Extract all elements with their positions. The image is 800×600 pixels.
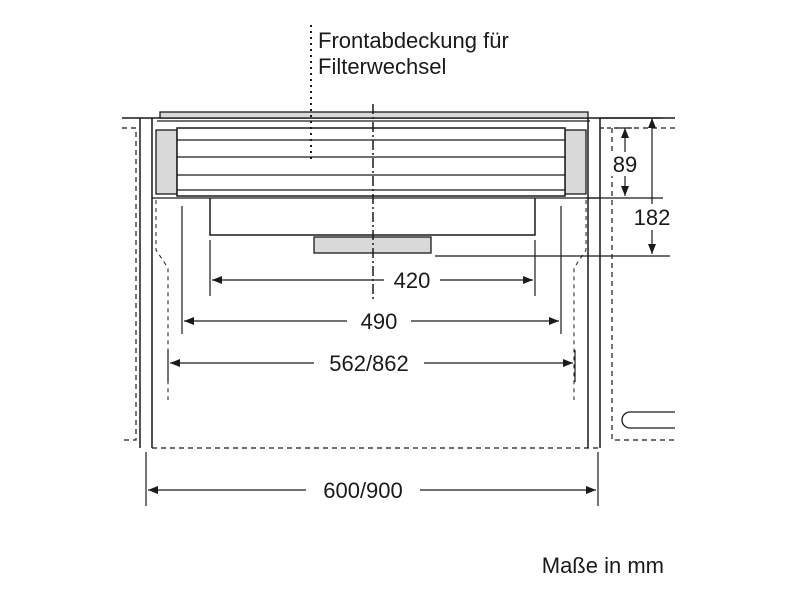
dim-600-label-bg bbox=[306, 476, 420, 504]
dim-420-label-bg bbox=[384, 266, 440, 294]
dim-89-label: 89 bbox=[613, 152, 637, 177]
dimension-562-862: 562/862 bbox=[167, 348, 576, 382]
callout-text-line1: Frontabdeckung für bbox=[318, 28, 509, 53]
units-note: Maße in mm bbox=[542, 553, 664, 578]
appliance-body bbox=[152, 111, 600, 400]
dim-89-label-bg bbox=[610, 152, 640, 176]
dim-182-label: 182 bbox=[634, 205, 671, 230]
dimension-182: 182 bbox=[435, 117, 676, 257]
left-cabinet-dashed bbox=[122, 127, 137, 441]
front-cover-callout: Frontabdeckung für Filterwechsel bbox=[310, 25, 509, 163]
dimension-89: 89 bbox=[586, 127, 663, 199]
dimension-490: 490 bbox=[181, 206, 562, 335]
cooktop-glass bbox=[159, 111, 589, 119]
dimension-600-900: 600/900 bbox=[145, 452, 599, 506]
dim-562-label: 562/862 bbox=[329, 351, 409, 376]
right-cabinet-dashed bbox=[611, 127, 675, 441]
drawer-handle bbox=[621, 411, 675, 429]
right-bracket-dashed bbox=[573, 200, 587, 400]
right-end-cap bbox=[564, 129, 587, 195]
dim-420-label: 420 bbox=[394, 268, 431, 293]
callout-text-line2: Filterwechsel bbox=[318, 54, 446, 79]
left-end-cap bbox=[155, 129, 178, 195]
dim-600-label: 600/900 bbox=[323, 478, 403, 503]
dim-490-label-bg bbox=[347, 307, 411, 335]
dimension-420: 420 bbox=[209, 240, 536, 296]
front-cover-panel bbox=[176, 127, 566, 197]
dim-182-label-bg bbox=[628, 204, 676, 230]
left-bracket-dashed bbox=[155, 200, 169, 400]
dim-490-label: 490 bbox=[361, 309, 398, 334]
dim-562-label-bg bbox=[314, 348, 424, 376]
